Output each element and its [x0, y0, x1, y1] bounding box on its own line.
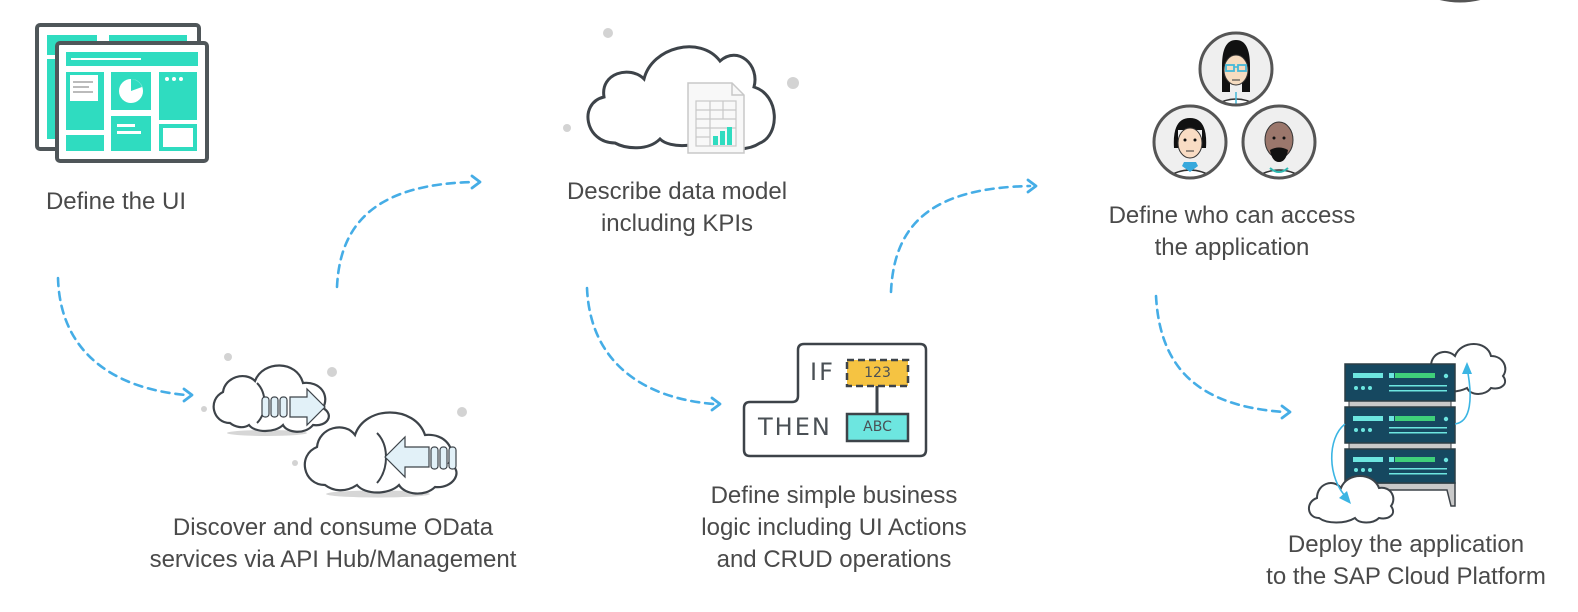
ui-screens-icon	[35, 23, 209, 163]
connector-arrow	[335, 180, 476, 289]
step-label-data-model: Describe data model including KPIs	[567, 176, 787, 240]
if-keyword: IF	[810, 358, 835, 386]
step-label-line: Deploy the application	[1287, 531, 1525, 558]
step-label-define-ui: Define the UI	[46, 186, 186, 218]
connector-arrow	[889, 184, 1032, 294]
connector-arrow	[1154, 294, 1286, 414]
arrowhead-icon	[1026, 178, 1038, 194]
step-label-line: Define the UI	[45, 188, 187, 215]
condition-value: 123	[864, 365, 891, 381]
result-value: ABC	[863, 419, 892, 435]
arrowhead-icon	[470, 174, 482, 190]
server-unit	[1344, 406, 1456, 444]
arrowhead-icon	[182, 387, 194, 403]
spreadsheet-icon	[687, 82, 745, 154]
step-label-line: Define who can access	[1108, 202, 1356, 229]
step-label-deploy: Deploy the application to the SAP Cloud …	[1266, 529, 1546, 593]
cloud-data-model-icon	[563, 28, 799, 154]
step-label-access: Define who can access the application	[1109, 200, 1356, 264]
step-label-line: Describe data model	[566, 178, 788, 205]
step-label-line: to the SAP Cloud Platform	[1266, 563, 1546, 590]
step-label-line: including KPIs	[600, 210, 754, 237]
connector-arrow	[585, 286, 716, 406]
server-cloud-icon	[1308, 343, 1507, 524]
cloud-exchange-icon	[201, 353, 467, 498]
user-avatar-glasses	[1198, 31, 1274, 107]
step-label-business-logic: Define simple business logic including U…	[701, 480, 966, 576]
users-group-icon	[1152, 31, 1317, 180]
step-label-line: Define simple business	[710, 482, 958, 509]
server-unit	[1344, 363, 1456, 402]
step-label-line: and CRUD operations	[716, 546, 952, 573]
then-keyword: THEN	[758, 413, 832, 441]
if-then-logic-icon: IF 123 THEN ABC	[742, 342, 928, 458]
user-avatar-collar	[1152, 104, 1228, 180]
arrowhead-icon	[710, 396, 722, 412]
step-label-line: Discover and consume OData	[172, 514, 494, 541]
arrowhead-icon	[1280, 404, 1292, 420]
step-label-line: services via API Hub/Management	[149, 546, 517, 573]
connector-arrow	[56, 276, 188, 397]
step-label-line: the application	[1154, 234, 1310, 261]
step-label-odata: Discover and consume OData services via …	[150, 512, 517, 576]
step-label-line: logic including UI Actions	[701, 514, 967, 541]
